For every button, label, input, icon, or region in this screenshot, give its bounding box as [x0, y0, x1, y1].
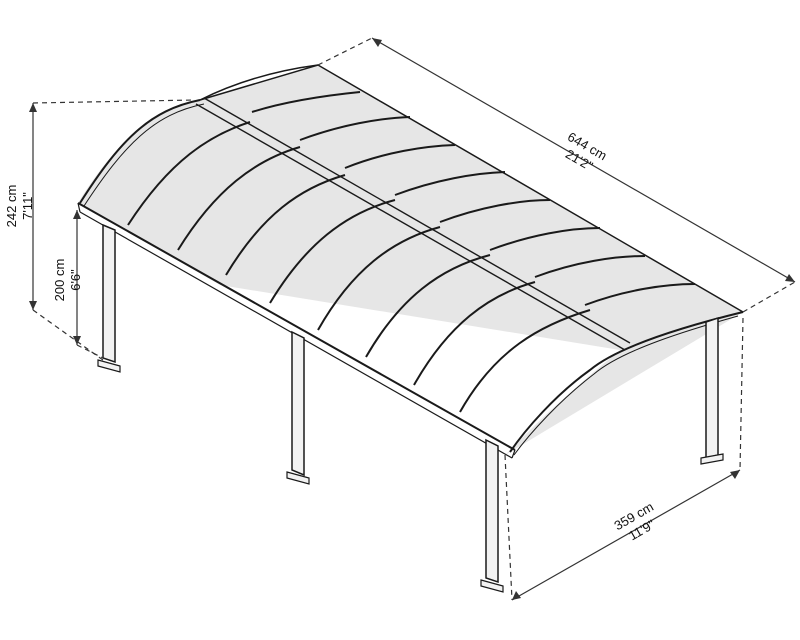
arrow-head	[29, 103, 37, 112]
roof-rib	[489, 227, 601, 251]
post-height-label: 200 cm 6'6"	[52, 259, 83, 302]
roof-right-edge-inner	[513, 315, 739, 456]
total-height-ext-line	[32, 99, 196, 104]
arrow-head	[372, 38, 382, 47]
post-foot	[480, 579, 504, 593]
arrow-head	[73, 210, 81, 219]
post-front-left	[102, 223, 116, 364]
post-foot	[286, 471, 310, 485]
arrow-head	[512, 591, 521, 600]
front-eave-beam	[77, 202, 516, 451]
roof-rib	[344, 144, 456, 169]
arrow-head	[29, 301, 37, 310]
roof-rib	[251, 91, 361, 113]
roof-surface	[78, 65, 743, 455]
length-ext-line	[742, 281, 796, 313]
roof-rib	[439, 199, 551, 223]
center-ridge-beam	[195, 103, 626, 351]
total-height-metric: 242 cm	[4, 185, 19, 228]
post-feet	[97, 359, 724, 593]
dimension-arrows	[29, 38, 795, 600]
roof-rib	[365, 254, 491, 358]
post-height-metric: 200 cm	[52, 259, 67, 302]
roof-rib	[225, 174, 346, 276]
dimension-lines	[32, 37, 796, 601]
arrow-head	[785, 274, 795, 282]
total-height-label: 242 cm 7'11"	[4, 185, 35, 228]
roof-rib	[413, 281, 536, 386]
roof-rib	[177, 146, 301, 251]
roof-front-arch	[79, 99, 201, 204]
roof-rib	[317, 226, 441, 331]
total-height-imperial: 7'11"	[20, 192, 35, 220]
post-front-middle	[291, 330, 305, 477]
roof-rib	[299, 116, 411, 141]
roof-rib	[394, 171, 506, 196]
roof-right-edge	[509, 311, 744, 453]
roof-rib	[127, 121, 251, 226]
roof-rib	[459, 309, 591, 413]
post-front-right	[485, 438, 499, 584]
roof-rib	[269, 199, 396, 304]
total-height-ext-line	[32, 309, 104, 361]
length-ext-line	[317, 37, 373, 66]
width-dim-line	[511, 469, 741, 601]
roof-front-arch-inner	[83, 103, 205, 207]
post-height-imperial: 6'6"	[68, 269, 83, 291]
width-ext-line	[739, 317, 744, 471]
post-foot	[700, 453, 724, 465]
arrow-head	[730, 470, 740, 479]
width-ext-line	[504, 454, 513, 601]
arrow-head	[73, 336, 81, 345]
post-foot	[97, 359, 121, 373]
roof-rib	[584, 283, 696, 306]
post-height-ext-line	[76, 344, 104, 359]
width-label: 359 cm 11'9"	[612, 499, 658, 543]
roof-rib	[534, 255, 646, 278]
roof-ribs	[127, 91, 696, 413]
center-ridge-beam-2	[203, 97, 631, 344]
post-back-right	[705, 316, 719, 459]
length-dim-line	[371, 37, 796, 283]
roof-back-arch	[199, 64, 319, 101]
front-eave-beam-face	[77, 202, 516, 459]
